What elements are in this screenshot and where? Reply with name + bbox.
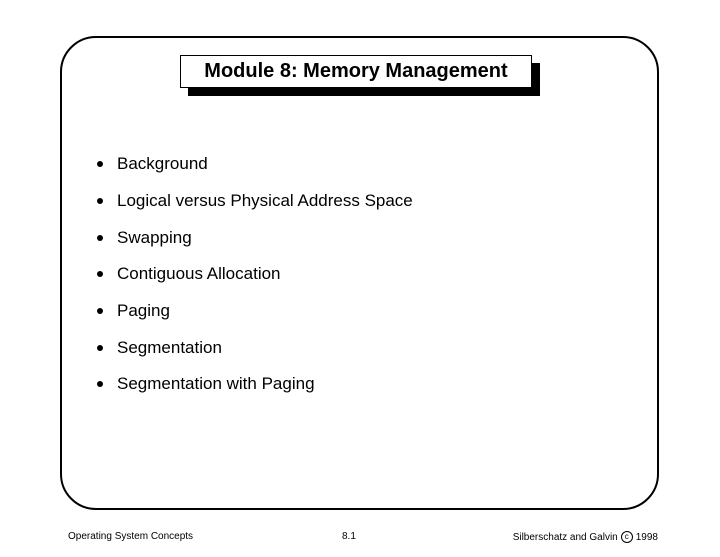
footer-credits: Silberschatz and Galvin c 1998	[513, 531, 658, 543]
frame-corner-top-right	[622, 36, 659, 73]
bullet-dot-icon	[97, 344, 103, 351]
bullet-dot-icon	[97, 381, 103, 388]
bullet-text: Paging	[117, 301, 170, 321]
bullet-text: Background	[117, 154, 208, 174]
bullet-text: Segmentation	[117, 337, 222, 357]
bullet-item: Contiguous Allocation	[96, 256, 413, 293]
bullet-dot-icon	[97, 308, 103, 315]
footer-year: 1998	[635, 531, 658, 543]
footer-authors: Silberschatz and Galvin	[512, 531, 618, 543]
bullet-text: Segmentation with Paging	[117, 374, 315, 394]
bullet-text: Swapping	[117, 227, 192, 247]
bullet-dot-icon	[97, 271, 103, 278]
slide-title: Module 8: Memory Management	[204, 60, 508, 82]
bullet-item: Swapping	[96, 219, 413, 256]
bullet-list: Background Logical versus Physical Addre…	[96, 146, 413, 403]
bullet-dot-icon	[97, 161, 103, 168]
title-box: Module 8: Memory Management	[180, 55, 540, 96]
copyright-icon: c	[620, 531, 633, 543]
footer-course-title: Operating System Concepts	[68, 531, 194, 542]
bullet-item: Background	[96, 146, 413, 183]
frame-corner-bottom-left	[60, 473, 97, 510]
bullet-item: Logical versus Physical Address Space	[96, 183, 413, 220]
title-frame: Module 8: Memory Management	[180, 55, 532, 88]
bullet-item: Segmentation with Paging	[96, 366, 413, 403]
bullet-text: Contiguous Allocation	[117, 264, 281, 284]
bullet-item: Paging	[96, 293, 413, 330]
footer-slide-number: 8.1	[342, 531, 356, 542]
frame-corner-bottom-right	[622, 473, 659, 510]
bullet-dot-icon	[97, 198, 103, 205]
bullet-text: Logical versus Physical Address Space	[117, 191, 413, 211]
bullet-dot-icon	[97, 234, 103, 241]
frame-corner-top-left	[60, 36, 97, 73]
bullet-item: Segmentation	[96, 329, 413, 366]
